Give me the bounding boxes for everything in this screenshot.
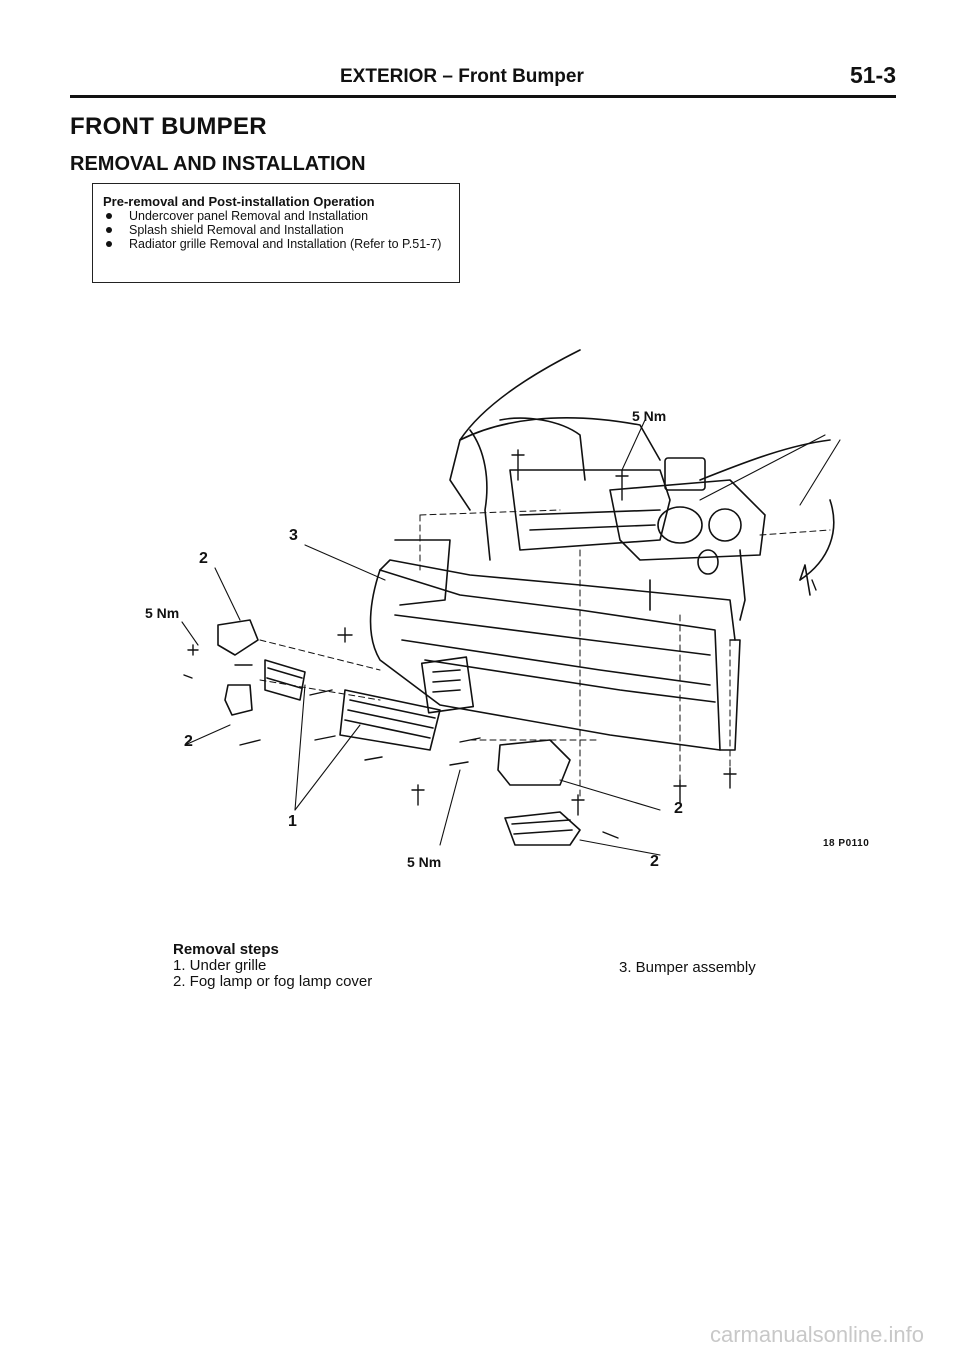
removal-steps-title: Removal steps (173, 941, 279, 958)
removal-step-2: 2. Fog lamp or fog lamp cover (173, 973, 373, 990)
callout-1: 1 (288, 813, 297, 830)
fasteners (183, 449, 817, 839)
torque-label-left: 5 Nm (145, 605, 180, 621)
leader-lines (181, 419, 841, 856)
fog-lamp-right (497, 739, 581, 846)
bumper-illustration (181, 349, 841, 856)
callout-2-upper: 2 (199, 550, 208, 567)
under-grille (264, 659, 441, 751)
pre-operation-item: Radiator grille Removal and Installation… (103, 237, 449, 251)
pre-operation-item: Splash shield Removal and Installation (103, 223, 449, 237)
alignment-lines (259, 509, 831, 801)
vehicle-body (449, 349, 835, 581)
section-title: EXTERIOR – Front Bumper (340, 66, 584, 87)
headlamp (609, 479, 811, 621)
pre-operation-box: Pre-removal and Post-installation Operat… (92, 183, 460, 283)
site-watermark: carmanualsonline.info (709, 1322, 924, 1347)
removal-step-1: 1. Under grille (173, 957, 267, 974)
page-header: EXTERIOR – Front Bumper 51-3 (70, 62, 896, 94)
fog-lamp-left (217, 619, 259, 716)
torque-label-bottom: 5 Nm (407, 854, 442, 870)
removal-steps: Removal steps 1. Under grille 2. Fog lam… (173, 942, 823, 990)
header-rule (70, 95, 896, 98)
callout-2-right: 2 (674, 800, 683, 817)
callout-2-left: 2 (184, 733, 193, 750)
callout-3: 3 (289, 527, 298, 544)
removal-step-3: 3. Bumper assembly (619, 959, 756, 976)
torque-label-top: 5 Nm (632, 408, 667, 424)
pre-operation-title: Pre-removal and Post-installation Operat… (103, 194, 375, 209)
section-subtitle: REMOVAL AND INSTALLATION (70, 153, 366, 175)
figure-id: 18 P0110 (823, 838, 870, 849)
pre-operation-list: Undercover panel Removal and Installatio… (103, 209, 449, 251)
pre-operation-item: Undercover panel Removal and Installatio… (103, 209, 449, 223)
page-title: FRONT BUMPER (70, 113, 267, 140)
callout-2-bottom: 2 (650, 853, 659, 870)
exploded-diagram: 5 Nm 3 2 5 Nm 2 1 2 5 Nm 2 18 P0110 (140, 340, 900, 900)
page-number: 51-3 (849, 62, 896, 88)
bumper-assembly (369, 539, 741, 751)
